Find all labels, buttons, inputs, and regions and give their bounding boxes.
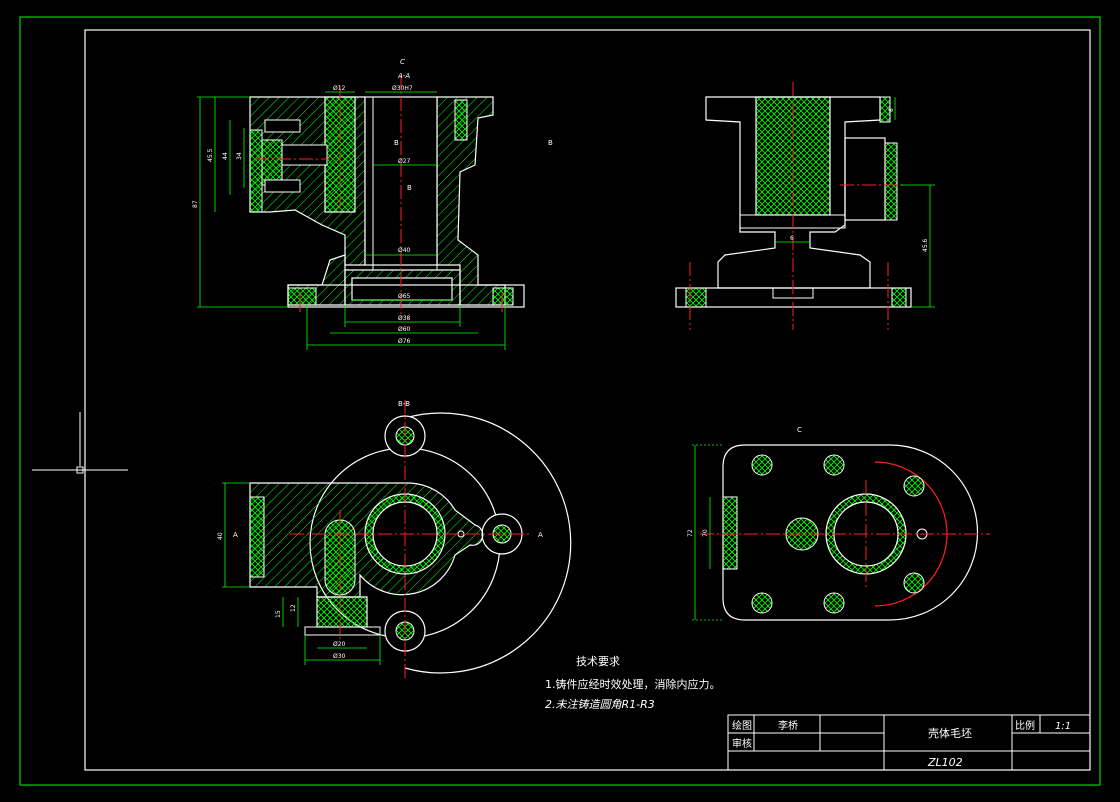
section-bb-view: B-B A A 40 Ø20 Ø30 15 12	[217, 400, 572, 680]
title-scale-value: 1:1	[1055, 721, 1071, 732]
section-bb-a-right: A	[538, 531, 543, 539]
dim-45-6: 45.6	[922, 238, 929, 252]
notes-item-1: 1.铸件应经时效处理，消除内应力。	[545, 677, 721, 691]
side-b-marker: B	[548, 139, 553, 147]
dim-72: 72	[687, 529, 694, 537]
notes-item-2: 2.未注铸造圆角R1-R3	[545, 698, 655, 711]
section-aa-label: A-A	[397, 72, 410, 80]
view-c-label: C	[797, 426, 802, 434]
dim-34: 34	[236, 152, 243, 160]
dim-phi27: Ø27	[398, 158, 411, 165]
dim-8: 8	[888, 108, 895, 112]
notes-title: 技术要求	[576, 655, 620, 668]
dim-phi65: Ø65	[398, 293, 411, 300]
section-bb-label: B-B	[398, 400, 410, 408]
title-part-name: 壳体毛坯	[928, 726, 972, 740]
dim-phi20: Ø20	[333, 641, 346, 648]
title-block	[727, 714, 1091, 771]
section-aa-view: A-A C B B Ø12 Ø30H7 Ø27 Ø40 Ø65 Ø38 Ø60 …	[192, 58, 525, 350]
dim-phi60: Ø60	[398, 326, 411, 333]
dim-44: 44	[222, 152, 229, 160]
section-bb-a-left: A	[233, 531, 238, 539]
section-aa-b-marker-2: B	[407, 184, 412, 192]
dim-phi40: Ø40	[398, 247, 411, 254]
title-drawn-label: 绘图	[732, 719, 752, 732]
cursor-crosshair	[32, 412, 128, 474]
dim-phi12: Ø12	[333, 85, 346, 92]
dim-phi38: Ø38	[398, 315, 411, 322]
dim-12: 12	[290, 604, 297, 612]
side-view: B 8 6 45.6	[548, 82, 935, 330]
technical-notes: 技术要求 1.铸件应经时效处理，消除内应力。 2.未注铸造圆角R1-R3	[545, 655, 721, 711]
dim-phi30: Ø30	[333, 653, 346, 660]
title-drawn-name: 李桥	[778, 719, 798, 732]
dim-40: 40	[217, 532, 224, 540]
view-c: C 70 72	[687, 426, 990, 621]
dim-6: 6	[790, 235, 794, 242]
dim-45-5: 45.5	[207, 148, 214, 162]
section-aa-b-marker-1: B	[394, 139, 399, 147]
inner-frame	[84, 29, 1091, 771]
title-material: ZL102	[927, 756, 963, 769]
section-aa-c-marker: C	[400, 58, 405, 66]
dim-87: 87	[192, 200, 199, 208]
title-checked-label: 审核	[732, 737, 752, 750]
dim-70: 70	[702, 529, 709, 537]
dim-phi76: Ø76	[398, 338, 411, 345]
outer-frame	[19, 16, 1101, 786]
title-scale-label: 比例	[1015, 719, 1035, 732]
dim-15: 15	[275, 610, 282, 618]
dim-phi30h7: Ø30H7	[392, 85, 413, 92]
